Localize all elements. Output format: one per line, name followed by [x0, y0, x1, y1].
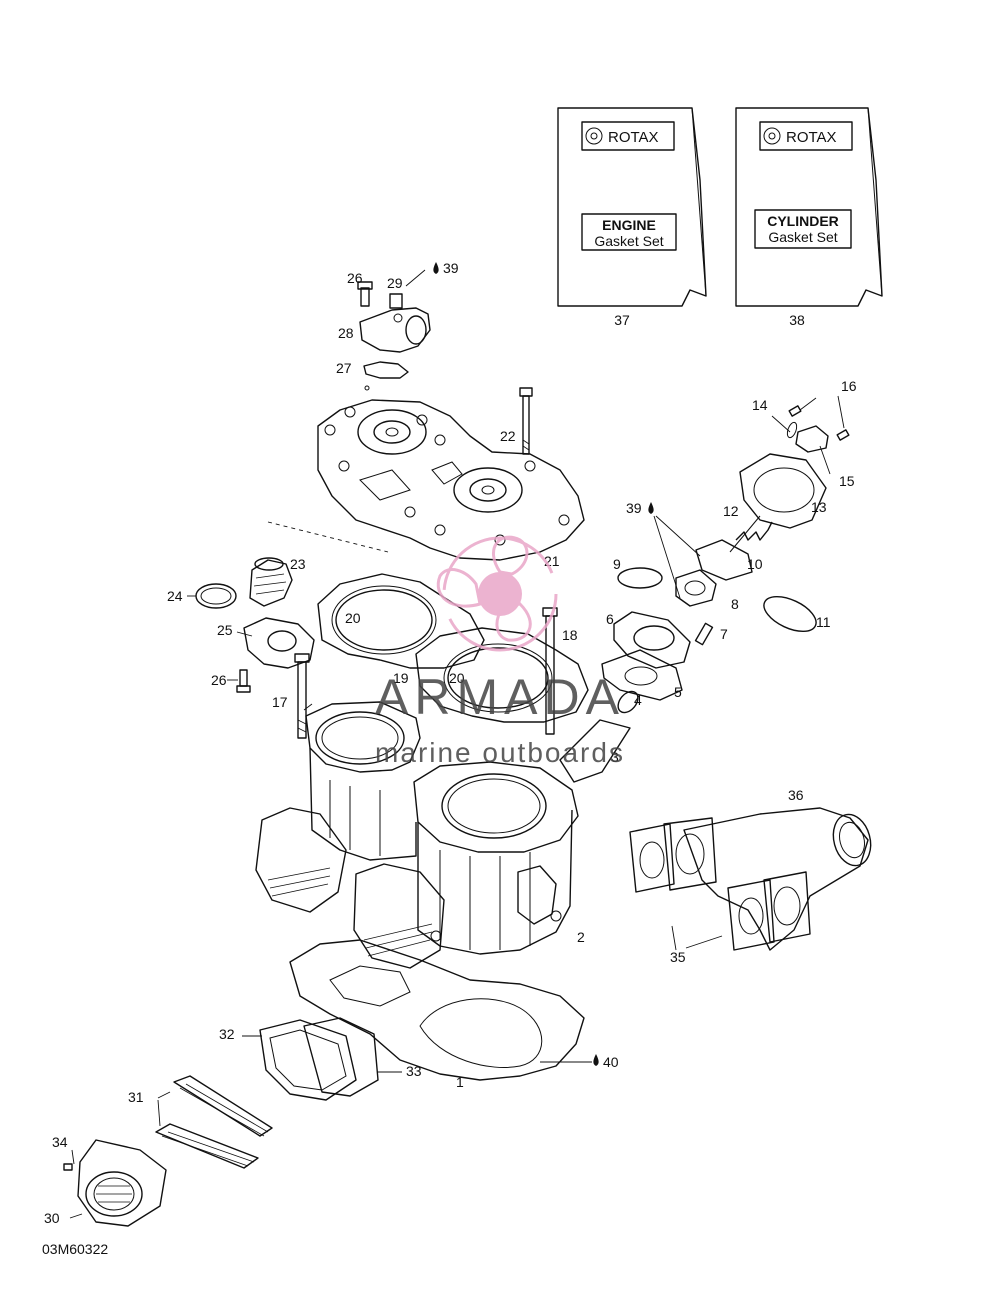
- callout-25: 25: [217, 622, 233, 638]
- sealant-drop-icon: [648, 502, 654, 514]
- watermark-brand: ARMADA: [375, 669, 625, 725]
- figure-code: 03M60322: [42, 1241, 108, 1257]
- cylinder-base-gasket: [289, 939, 585, 1081]
- callout-28: 28: [338, 325, 354, 341]
- callout-13: 13: [811, 499, 827, 515]
- callout-2: 2: [577, 929, 585, 945]
- cylinder-head: [317, 399, 585, 561]
- callout-1: 1: [456, 1074, 464, 1090]
- callout-14: 14: [752, 397, 768, 413]
- callout-19: 19: [393, 670, 409, 686]
- callout-26: 26: [347, 270, 363, 286]
- callout-37: 37: [614, 312, 630, 328]
- callout-3: 3: [611, 749, 619, 765]
- callout-12: 12: [723, 503, 739, 519]
- propeller-logo-icon: [436, 535, 558, 652]
- callout-27: 27: [336, 360, 352, 376]
- engine-bag-brand: ROTAX: [608, 129, 659, 146]
- head-bolt-22: [519, 387, 533, 455]
- callout-32: 32: [219, 1026, 235, 1042]
- callout-30: 30: [44, 1210, 60, 1226]
- callout-11: 11: [816, 614, 831, 630]
- callout-15: 15: [839, 473, 855, 489]
- callout-35: 35: [670, 949, 686, 965]
- callout-4: 4: [634, 692, 642, 708]
- callout-39-lower: 39: [626, 500, 642, 516]
- callout-20-upper: 20: [345, 610, 361, 626]
- thermostat-group: [195, 557, 315, 693]
- cylinder-bag-brand: ROTAX: [786, 129, 837, 146]
- head-gasket-lower: [415, 627, 589, 723]
- callout-23: 23: [290, 556, 306, 572]
- watermark-tagline: marine outboards: [375, 737, 625, 768]
- cylinder-bag-subtitle: Gasket Set: [768, 229, 837, 245]
- sealant-drop-icon: [433, 262, 439, 274]
- callout-34: 34: [52, 1134, 68, 1150]
- cylinder-gasket-set-bag: ROTAX CYLINDER Gasket Set: [735, 107, 883, 307]
- callout-18: 18: [562, 627, 578, 643]
- callout-6: 6: [606, 611, 614, 627]
- callout-10: 10: [747, 556, 763, 572]
- callout-29: 29: [387, 275, 403, 291]
- cylinder-block: [305, 701, 579, 955]
- reed-block-31: [155, 1075, 273, 1169]
- callout-8: 8: [731, 596, 739, 612]
- rotax-logo-icon: [763, 127, 781, 145]
- engine-bag-subtitle: Gasket Set: [594, 233, 663, 249]
- callout-36: 36: [788, 787, 804, 803]
- intake-adapter-30-34: [63, 1139, 167, 1227]
- sealant-drop-icon: [593, 1054, 599, 1066]
- callout-20-lower: 20: [449, 670, 465, 686]
- callout-5: 5: [674, 684, 682, 700]
- engine-bag-title: ENGINE: [602, 217, 656, 233]
- callout-33: 33: [406, 1063, 422, 1079]
- stud-18: [542, 607, 558, 735]
- callout-31: 31: [128, 1089, 144, 1105]
- armada-watermark: ARMADA marine outboards: [375, 535, 625, 768]
- callout-7: 7: [720, 626, 728, 642]
- callout-9: 9: [613, 556, 621, 572]
- callout-16: 16: [841, 378, 857, 394]
- callout-labels: 26 29 39 28 27 22 16 14 15 13 12 39 21 2…: [44, 260, 857, 1226]
- leader-lines: [69, 269, 845, 1219]
- callout-26-lower: 26: [211, 672, 227, 688]
- exhaust-valve-group: [559, 405, 850, 783]
- stud-17: [294, 653, 310, 739]
- callout-40: 40: [603, 1054, 619, 1070]
- cylinder-bag-title: CYLINDER: [767, 213, 839, 229]
- reed-cage-upper: [255, 807, 445, 969]
- callout-38: 38: [789, 312, 805, 328]
- exhaust-manifold: [629, 807, 872, 951]
- callout-24: 24: [167, 588, 183, 604]
- reed-gasket-32-33: [259, 1017, 379, 1101]
- callout-22: 22: [500, 428, 516, 444]
- engine-gasket-set-bag: ROTAX ENGINE Gasket Set: [557, 107, 707, 307]
- callout-17: 17: [272, 694, 288, 710]
- rotax-logo-icon: [585, 127, 603, 145]
- water-outlet-fitting: [357, 281, 431, 391]
- callout-39: 39: [443, 260, 459, 276]
